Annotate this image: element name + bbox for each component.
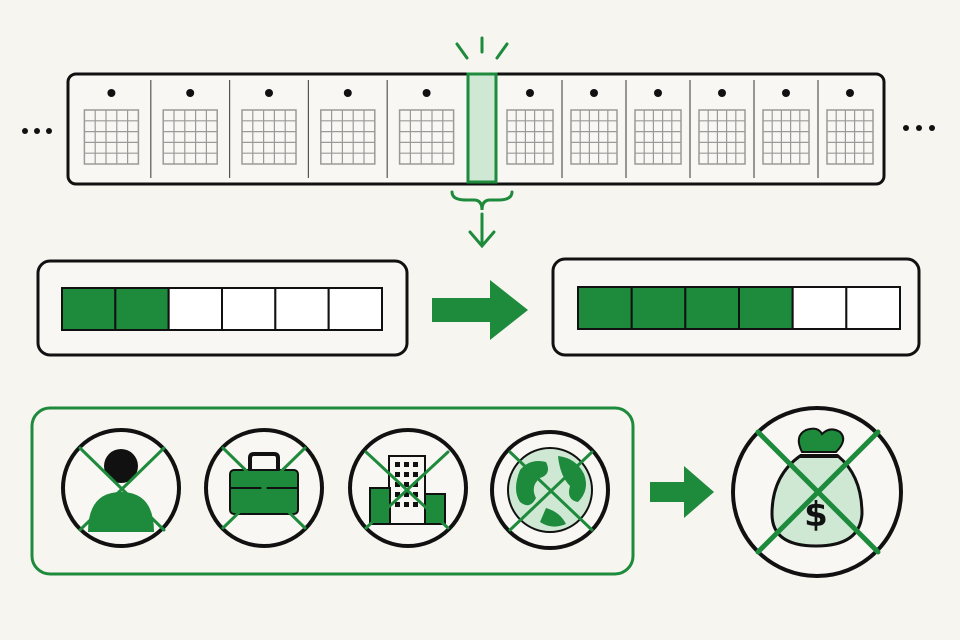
month-dot <box>186 89 195 97</box>
progress-segment-filled <box>114 287 170 331</box>
month-cell <box>320 80 388 178</box>
progress-segment-empty <box>791 286 848 330</box>
briefcase-icon <box>204 428 324 548</box>
month-dot <box>718 89 726 97</box>
month-dot <box>107 89 116 97</box>
month-dot <box>343 89 352 97</box>
month-cell <box>398 89 455 165</box>
month-dot <box>782 89 790 97</box>
highlight-gap <box>466 72 498 184</box>
month-dot <box>526 89 534 97</box>
progress-bar-after <box>577 286 901 330</box>
month-dot <box>654 89 662 97</box>
month-dot <box>265 89 273 97</box>
right-arrow-icon <box>432 280 528 340</box>
left-ellipsis <box>22 128 52 134</box>
progress-segment-filled <box>630 286 687 330</box>
month-cell <box>698 80 755 178</box>
month-cells <box>83 80 874 178</box>
month-dot <box>590 89 598 97</box>
result-arrow-icon <box>650 466 714 518</box>
progress-segment-filled <box>61 287 117 331</box>
progress-segment-filled <box>577 286 633 330</box>
month-cell <box>506 80 563 178</box>
calendar-grid-icon <box>762 109 810 165</box>
calendar-grid-icon <box>826 109 874 165</box>
progress-segment-filled <box>684 286 740 330</box>
month-cell <box>634 80 691 178</box>
progress-bar-before <box>61 287 383 331</box>
calendar-grid-icon <box>506 109 554 165</box>
progress-segment-empty <box>221 287 277 331</box>
calendar-grid-icon <box>570 109 618 165</box>
money-bag-icon: $ <box>731 406 903 578</box>
globe-icon <box>490 430 610 550</box>
dollar-sign: $ <box>804 495 828 535</box>
progress-segment-empty <box>167 287 224 331</box>
month-dot <box>846 89 854 97</box>
sparkle-icon <box>455 36 509 60</box>
month-cell <box>162 80 231 178</box>
month-cell <box>241 80 309 178</box>
down-arrow-icon <box>468 212 496 249</box>
calendar-grid-icon <box>83 109 140 165</box>
progress-before <box>36 259 409 357</box>
progress-after <box>551 257 921 357</box>
calendar-grid-icon <box>634 109 682 165</box>
progress-segment-empty <box>327 287 383 331</box>
calendar-grid-icon <box>398 109 455 165</box>
progress-segment-empty <box>845 286 901 330</box>
right-ellipsis <box>903 125 935 131</box>
calendar-grid-icon <box>320 109 376 165</box>
timeline <box>22 36 935 249</box>
month-cell <box>826 89 874 165</box>
brace-icon <box>450 190 514 211</box>
progress-segment-filled <box>738 286 794 330</box>
blocked-icons-group <box>30 406 635 576</box>
month-dot <box>422 89 431 97</box>
month-cell <box>83 80 152 178</box>
buildings-icon <box>348 428 468 548</box>
calendar-grid-icon <box>162 109 218 165</box>
month-cell <box>762 80 819 178</box>
calendar-grid-icon <box>698 109 746 165</box>
month-cell <box>570 80 627 178</box>
person-icon <box>61 428 181 548</box>
calendar-grid-icon <box>241 109 297 165</box>
progress-segment-empty <box>274 287 330 331</box>
